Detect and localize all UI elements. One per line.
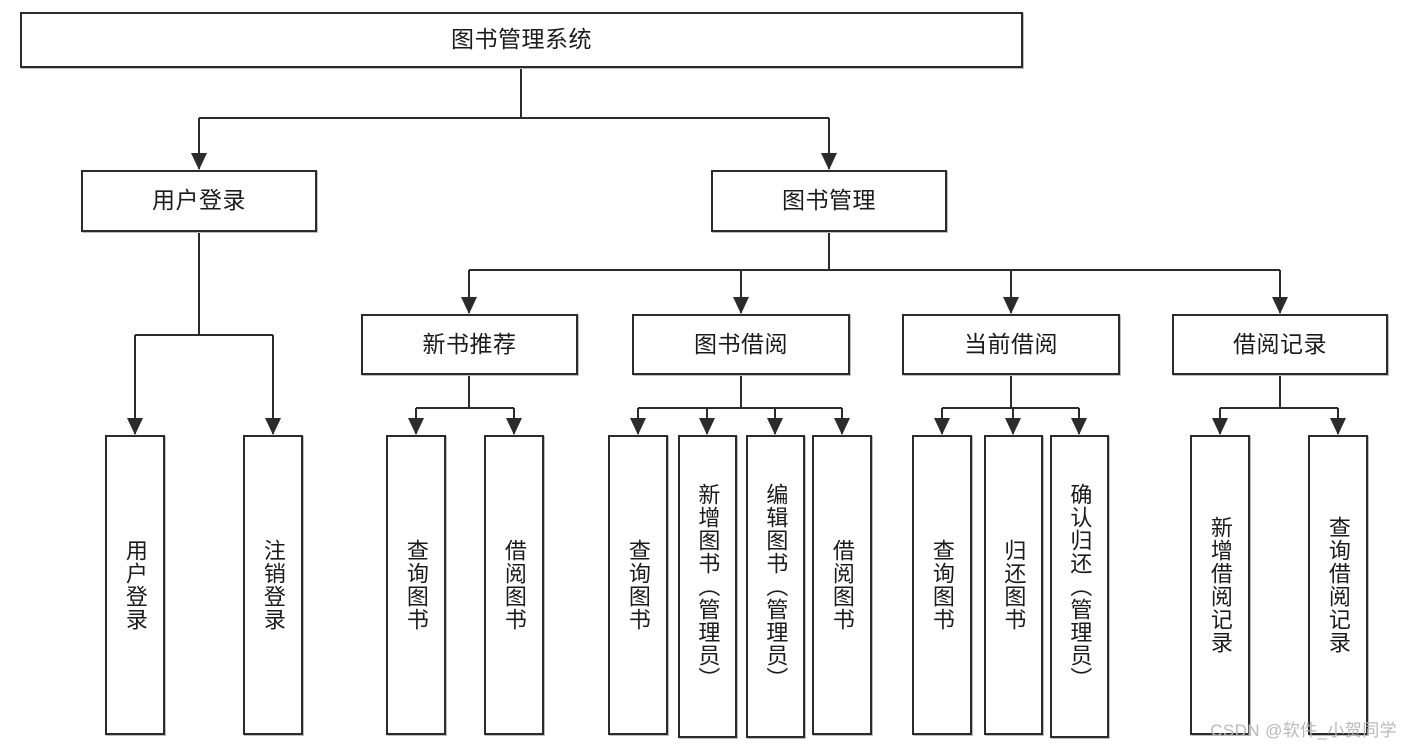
node-newbook[interactable]: 新书推荐: [361, 314, 578, 375]
conn-mgmt-arrowhead-0: [461, 297, 477, 314]
node-label: 当前借阅: [964, 330, 1058, 357]
conn-cur-arrowhead-2: [1071, 418, 1087, 435]
conn-login-arrowhead-0: [127, 418, 143, 435]
node-label: 新增借阅记录: [1207, 516, 1233, 654]
conn-mgmt-arrowhead-1: [733, 297, 749, 314]
conn-root-arrowhead-1: [821, 153, 837, 170]
node-records[interactable]: 借阅记录: [1172, 314, 1388, 375]
conn-rec-arrowhead-0: [1212, 418, 1228, 435]
node-label: 注销登录: [260, 539, 286, 631]
node-borrow[interactable]: 图书借阅: [632, 314, 850, 375]
node-leaf-borrow-1[interactable]: 查询图书: [608, 435, 668, 735]
node-leaf-login-1[interactable]: 用户登录: [105, 435, 165, 735]
conn-mgmt-arrowhead-3: [1272, 297, 1288, 314]
node-label: 新书推荐: [422, 330, 517, 357]
conn-new-arrowhead-1: [506, 418, 522, 435]
conn-borrow-arrowhead-1: [699, 418, 715, 435]
node-label: 查询图书: [403, 539, 429, 631]
node-leaf-borrow-2[interactable]: 新增图书（管理员）: [678, 435, 737, 738]
conn-cur-arrowhead-0: [934, 418, 950, 435]
node-label: 借阅图书: [501, 539, 527, 631]
node-label: 归还图书: [1001, 539, 1027, 631]
node-login[interactable]: 用户登录: [81, 170, 317, 232]
node-label: 图书管理: [782, 187, 876, 214]
node-leaf-rec-2[interactable]: 查询借阅记录: [1308, 435, 1368, 735]
node-label: 借阅记录: [1233, 330, 1327, 357]
conn-borrow-arrowhead-2: [767, 418, 783, 435]
node-label: 查询图书: [929, 539, 955, 631]
conn-mgmt-arrowhead-2: [1003, 297, 1019, 314]
node-label: 图书管理系统: [451, 26, 592, 53]
node-current[interactable]: 当前借阅: [902, 314, 1120, 375]
node-bookmgmt[interactable]: 图书管理: [711, 170, 947, 232]
node-root[interactable]: 图书管理系统: [20, 12, 1023, 68]
node-leaf-cur-3[interactable]: 确认归还（管理员）: [1050, 435, 1109, 738]
node-leaf-cur-1[interactable]: 查询图书: [912, 435, 972, 735]
conn-borrow-arrowhead-0: [630, 418, 646, 435]
node-label: 确认归还（管理员）: [1067, 483, 1093, 690]
conn-new-arrowhead-0: [408, 418, 424, 435]
node-label: 用户登录: [152, 187, 246, 214]
node-label: 用户登录: [122, 539, 148, 631]
node-label: 借阅图书: [829, 539, 855, 631]
conn-rec-arrowhead-1: [1330, 418, 1346, 435]
node-leaf-new-2[interactable]: 借阅图书: [484, 435, 544, 735]
node-leaf-cur-2[interactable]: 归还图书: [984, 435, 1043, 735]
conn-login-arrowhead-1: [265, 418, 281, 435]
node-leaf-borrow-3[interactable]: 编辑图书（管理员）: [746, 435, 805, 738]
node-leaf-new-1[interactable]: 查询图书: [386, 435, 446, 735]
node-label: 查询图书: [625, 539, 651, 631]
node-leaf-login-2[interactable]: 注销登录: [243, 435, 303, 735]
node-label: 查询借阅记录: [1325, 516, 1351, 654]
conn-cur-arrowhead-1: [1005, 418, 1021, 435]
node-label: 新增图书（管理员）: [695, 483, 721, 690]
node-label: 编辑图书（管理员）: [763, 483, 789, 690]
node-leaf-borrow-4[interactable]: 借阅图书: [812, 435, 872, 735]
node-leaf-rec-1[interactable]: 新增借阅记录: [1190, 435, 1250, 735]
node-label: 图书借阅: [694, 330, 788, 357]
conn-root-arrowhead-0: [191, 153, 207, 170]
conn-borrow-arrowhead-3: [834, 418, 850, 435]
